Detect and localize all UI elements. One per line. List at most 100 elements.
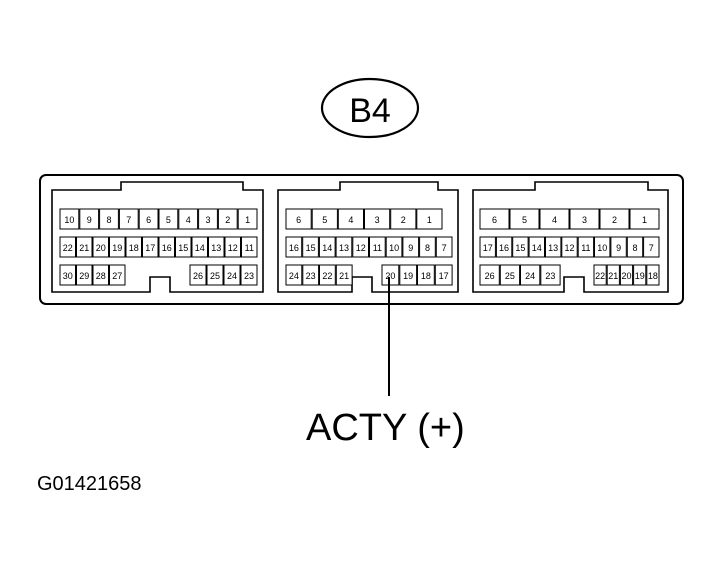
pin-cell <box>369 236 386 258</box>
pin-number: 8 <box>632 243 637 253</box>
pin-number: 12 <box>356 243 366 253</box>
pin-cell <box>569 208 600 230</box>
pin-cell <box>76 236 93 258</box>
pin-cell <box>285 208 312 230</box>
pin-number: 20 <box>385 271 395 281</box>
pin-number: 1 <box>427 215 432 225</box>
pin-number: 8 <box>425 243 430 253</box>
pin-number: 14 <box>195 243 205 253</box>
pin-cell <box>419 236 436 258</box>
pin-block-outline-1 <box>51 181 264 293</box>
pin-cell <box>318 236 336 258</box>
pin-number: 24 <box>227 271 237 281</box>
pin-number: 13 <box>211 243 221 253</box>
pin-cell <box>561 236 578 258</box>
pin-number: 25 <box>210 271 220 281</box>
pin-number: 12 <box>228 243 238 253</box>
pin-number: 13 <box>548 243 558 253</box>
pin-number: 9 <box>87 215 92 225</box>
pin-number: 28 <box>96 271 106 281</box>
pin-block-outline-2 <box>277 181 459 293</box>
pin-number: 26 <box>485 271 495 281</box>
pin-cell <box>224 236 241 258</box>
pin-cell <box>599 208 630 230</box>
pin-number: 11 <box>245 243 254 253</box>
pin-cell <box>302 264 320 286</box>
pin-number: 14 <box>532 243 542 253</box>
pin-cell <box>619 264 634 286</box>
pin-number: 23 <box>306 271 316 281</box>
pin-cell <box>79 208 100 230</box>
connector-housing <box>39 174 684 305</box>
pin-number: 23 <box>545 271 555 281</box>
pin-cell <box>311 208 338 230</box>
pin-number: 6 <box>296 215 301 225</box>
pin-cell <box>540 264 561 286</box>
pin-cell <box>364 208 391 230</box>
pin-cell <box>435 236 453 258</box>
pin-number: 17 <box>439 271 449 281</box>
pin-number: 21 <box>608 271 618 281</box>
pin-number: 8 <box>106 215 111 225</box>
connector-name: B4 <box>349 92 391 130</box>
pin-number: 16 <box>289 243 299 253</box>
pin-number: 25 <box>505 271 515 281</box>
pin-cell <box>191 236 208 258</box>
pin-cell <box>158 236 175 258</box>
pin-cell <box>512 236 529 258</box>
pin-cell <box>319 264 336 286</box>
pin-number: 21 <box>339 271 349 281</box>
pin-number: 10 <box>389 243 399 253</box>
pin-cell <box>240 264 258 286</box>
pin-cell <box>479 208 510 230</box>
pin-cell <box>92 264 109 286</box>
pin-cell <box>545 236 562 258</box>
pin-cell <box>594 236 611 258</box>
pin-cell <box>416 208 443 230</box>
pin-cell <box>142 236 159 258</box>
pin-number: 3 <box>582 215 587 225</box>
pin-block-outline-3 <box>472 181 669 293</box>
pin-cell <box>198 208 218 230</box>
pin-number: 27 <box>112 271 122 281</box>
pin-number: 17 <box>483 243 493 253</box>
pin-cell <box>610 236 627 258</box>
pin-cell <box>138 208 159 230</box>
pin-cell <box>217 208 238 230</box>
pin-cell <box>175 236 192 258</box>
pin-number: 26 <box>193 271 203 281</box>
pin-number: 11 <box>581 243 590 253</box>
pin-cell <box>381 264 400 286</box>
pin-number: 18 <box>129 243 139 253</box>
pin-number: 22 <box>595 271 605 281</box>
pin-cell <box>520 264 541 286</box>
pin-cell <box>76 264 93 286</box>
pin-number: 9 <box>616 243 621 253</box>
pin-number: 29 <box>79 271 89 281</box>
pin-number: 6 <box>492 215 497 225</box>
pin-number: 3 <box>205 215 210 225</box>
pin-number: 15 <box>515 243 525 253</box>
pin-number: 18 <box>648 271 658 281</box>
pin-number: 24 <box>525 271 535 281</box>
pin-cell <box>390 208 417 230</box>
pin-cell <box>178 208 199 230</box>
pin-number: 13 <box>339 243 349 253</box>
pin-cell <box>528 236 545 258</box>
pin-number: 19 <box>403 271 413 281</box>
pin-cell <box>223 264 241 286</box>
pin-number: 22 <box>322 271 332 281</box>
pin-cell <box>385 236 403 258</box>
pin-number: 1 <box>245 215 250 225</box>
pin-number: 3 <box>375 215 380 225</box>
pin-number: 7 <box>442 243 447 253</box>
pin-number: 5 <box>322 215 327 225</box>
pin-cell <box>302 236 319 258</box>
pin-cell <box>206 264 224 286</box>
pin-cell <box>158 208 179 230</box>
pin-number: 24 <box>289 271 299 281</box>
pin-cell <box>352 236 369 258</box>
pin-cell <box>335 236 353 258</box>
pin-cell <box>99 208 119 230</box>
